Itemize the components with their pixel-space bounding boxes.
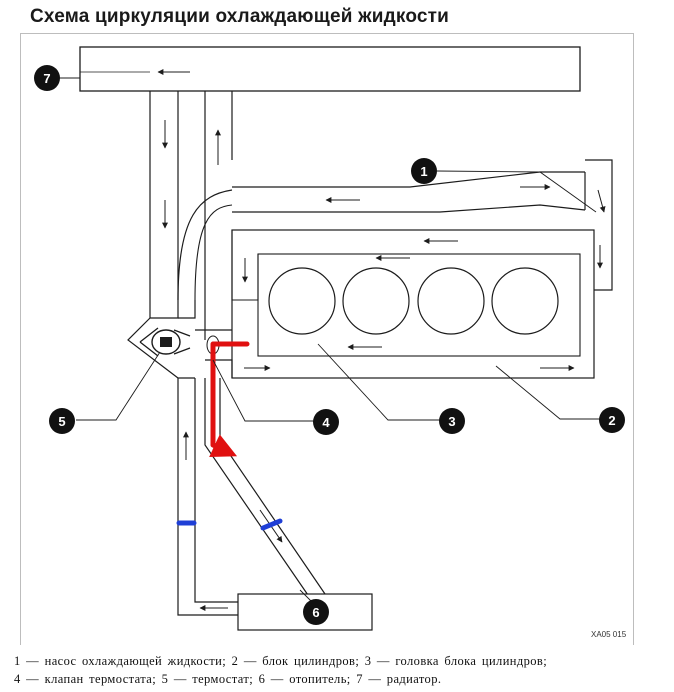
page-title: Схема циркуляции охлаждающей жидкости (30, 6, 450, 27)
flow-direction-marker (209, 341, 250, 457)
leader-lines (58, 77, 614, 611)
figure-code: XA05 015 (591, 630, 627, 639)
callout-2: 2 (599, 407, 625, 433)
callout-6: 6 (303, 599, 329, 625)
heater-supply-hose (204, 378, 326, 599)
cylinder-head-passage (232, 171, 586, 213)
figure-frame (20, 33, 634, 645)
cylinder-1 (268, 267, 336, 335)
hose-clamp-right (260, 518, 283, 531)
legend-caption: 1 — насос охлаждающей жидкости; 2 — блок… (14, 652, 659, 688)
coolant-pump (584, 159, 613, 291)
svg-text:5: 5 (58, 414, 65, 429)
cylinders (268, 267, 559, 335)
svg-text:4: 4 (322, 415, 330, 430)
legend-line-2: 4 — клапан термостата; 5 — термостат; 6 … (14, 672, 442, 686)
bypass-hose (177, 189, 233, 301)
svg-text:2: 2 (608, 413, 615, 428)
heater-return-hose (177, 378, 238, 616)
svg-text:1: 1 (420, 164, 427, 179)
thermostat (127, 300, 206, 379)
radiator-return-pipe (149, 91, 179, 319)
cylinder-2 (342, 267, 410, 335)
svg-text:3: 3 (448, 414, 455, 429)
svg-text:6: 6 (312, 605, 319, 620)
radiator (79, 46, 581, 92)
svg-text:7: 7 (43, 71, 50, 86)
cylinder-block (231, 229, 595, 379)
callout-1: 1 (411, 158, 437, 184)
legend-line-1: 1 — насос охлаждающей жидкости; 2 — блок… (14, 654, 548, 668)
radiator-supply-pipe (204, 91, 233, 300)
cylinder-4 (491, 267, 559, 335)
cylinder-3 (417, 267, 485, 335)
callout-7: 7 (34, 65, 60, 91)
callout-4: 4 (313, 409, 339, 435)
callout-3: 3 (439, 408, 465, 434)
callout-5: 5 (49, 408, 75, 434)
